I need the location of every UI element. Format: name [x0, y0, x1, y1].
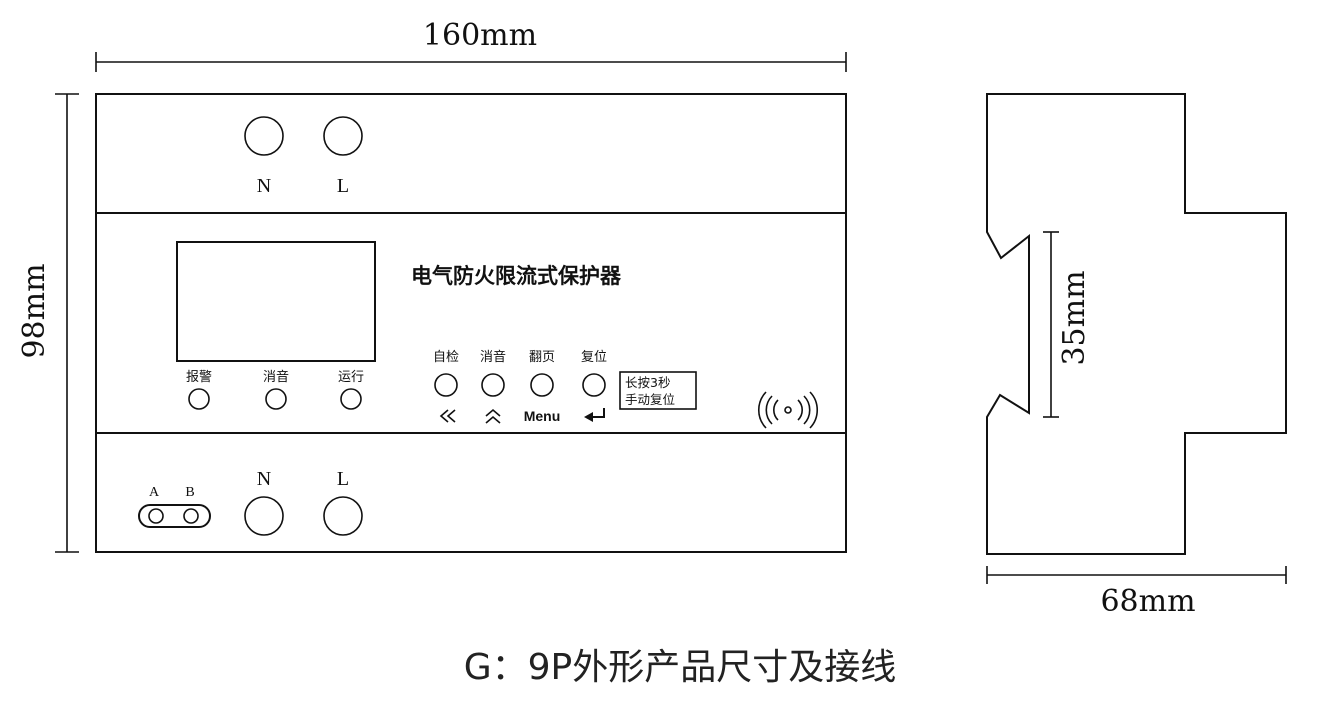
- rail-label: 35mm: [1057, 270, 1092, 365]
- comm-b-label: B: [185, 485, 194, 500]
- self-test-button: [434, 373, 458, 397]
- silence-label: 消音: [480, 349, 506, 365]
- side-profile-outline: [986, 93, 1287, 555]
- double-left-icon: [439, 409, 456, 423]
- top-n-label: N: [257, 175, 271, 197]
- height-dimension: 98mm: [17, 93, 79, 553]
- comm-a-label: A: [149, 485, 160, 500]
- width-dimension: 160mm: [95, 18, 847, 72]
- enter-icon: [584, 408, 605, 422]
- width-label: 160mm: [423, 18, 537, 53]
- alarm-indicator-label: 报警: [186, 369, 212, 385]
- page-label: 翻页: [529, 350, 555, 365]
- run-led: [340, 388, 362, 410]
- comm-b-terminal: [183, 508, 199, 524]
- top-l-label: L: [337, 175, 349, 197]
- double-up-icon: [485, 408, 501, 424]
- height-label: 98mm: [17, 263, 52, 358]
- front-view: N L 报警 消音 运行 电气防火限流式保护器 自检 消音 翻页 复位: [95, 93, 847, 553]
- comm-a-terminal: [148, 508, 164, 524]
- wireless-icon: [757, 391, 819, 429]
- alarm-led: [188, 388, 210, 410]
- silence-button: [481, 373, 505, 397]
- reset-button: [582, 373, 606, 397]
- reset-note-box: [619, 371, 697, 410]
- menu-symbol: Menu: [524, 408, 561, 424]
- mute-led: [265, 388, 287, 410]
- device-outline: [95, 93, 847, 553]
- run-indicator-label: 运行: [338, 370, 364, 385]
- bottom-l-terminal: [323, 496, 363, 536]
- comm-terminal-block: [138, 504, 211, 528]
- reset-label: 复位: [581, 350, 607, 365]
- bottom-n-label: N: [257, 468, 271, 490]
- page-button: [530, 373, 554, 397]
- depth-label: 68mm: [1100, 584, 1195, 619]
- reset-note-line1: 长按3秒: [625, 375, 670, 390]
- top-l-terminal: [323, 116, 363, 156]
- self-test-label: 自检: [433, 350, 459, 365]
- product-title: 电气防火限流式保护器: [411, 264, 622, 288]
- reset-note-line2: 手动复位: [625, 392, 675, 407]
- bottom-l-label: L: [337, 468, 349, 490]
- mute-indicator-label: 消音: [263, 369, 289, 385]
- side-view: 35mm: [986, 93, 1287, 555]
- depth-dimension: 68mm: [986, 566, 1287, 619]
- figure-caption: G：9P外形产品尺寸及接线: [464, 647, 897, 688]
- top-n-terminal: [244, 116, 284, 156]
- lcd-screen: [176, 241, 376, 362]
- bottom-n-terminal: [244, 496, 284, 536]
